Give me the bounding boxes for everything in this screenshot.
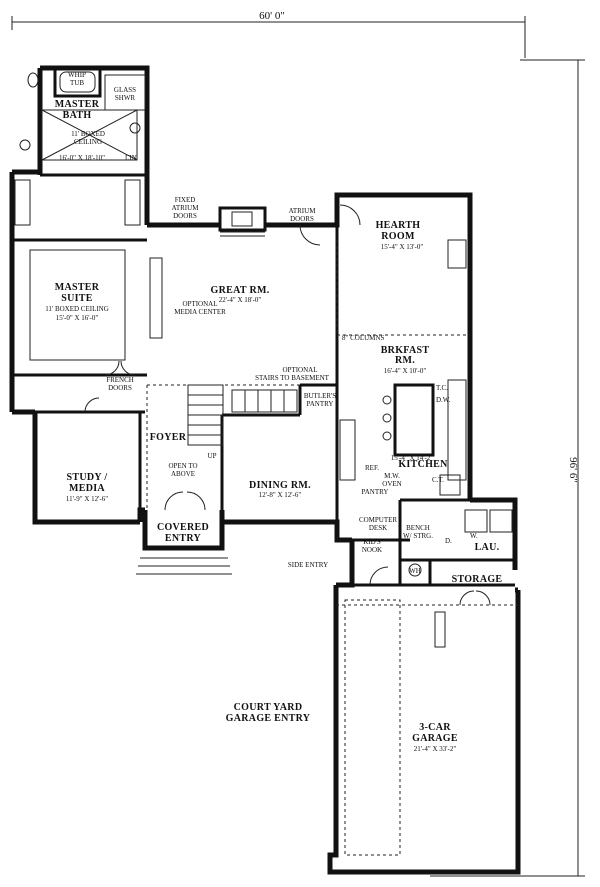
hearth-room-label-2: ROOM bbox=[381, 231, 415, 242]
foyer-label: FOYER bbox=[150, 432, 187, 443]
oven-label: OVEN bbox=[382, 480, 401, 488]
dining-label: DINING RM. bbox=[249, 480, 311, 491]
master-suite-label: MASTER bbox=[55, 282, 100, 293]
garage-label-2: GARAGE bbox=[412, 733, 458, 744]
french-doors-label-2: DOORS bbox=[108, 384, 132, 392]
master-suite-size: 15'-0" X 16'-0" bbox=[56, 314, 99, 322]
butlers-pantry-label: BUTLER'S bbox=[304, 392, 336, 400]
atrium-doors-label: ATRIUM bbox=[289, 207, 317, 215]
media-label: OPTIONAL bbox=[183, 300, 218, 308]
storage-label: STORAGE bbox=[452, 574, 503, 585]
hearth-room-label: HEARTH bbox=[376, 220, 421, 231]
washer-label: W. bbox=[470, 532, 478, 540]
study-size: 11'-9" X 12'-6" bbox=[66, 495, 108, 503]
study-label: STUDY / bbox=[67, 472, 108, 483]
dryer bbox=[489, 509, 513, 533]
garage-label: 3-CAR bbox=[419, 722, 451, 733]
refrigerator-label: REF. bbox=[365, 464, 379, 472]
fireplace bbox=[218, 206, 267, 237]
laundry-label: LAU. bbox=[475, 542, 500, 553]
whip-tub-label-2: TUB bbox=[70, 79, 84, 87]
breakfast-size: 16'-4" X 10'-0" bbox=[384, 367, 427, 375]
open-above-label-2: ABOVE bbox=[171, 470, 195, 478]
hearth-fireplace bbox=[447, 239, 467, 269]
kids-nook-label-2: NOOK bbox=[362, 546, 382, 554]
entry-steps bbox=[136, 557, 232, 575]
fixed-atrium-label-2: ATRIUM bbox=[172, 204, 200, 212]
kitchen-label: KITCHEN bbox=[398, 459, 448, 470]
fixed-atrium-label: FIXED bbox=[175, 196, 196, 204]
stairs-label: OPTIONAL bbox=[283, 366, 318, 374]
media-center-unit bbox=[149, 257, 163, 339]
linen-label: LIN bbox=[125, 154, 137, 162]
stairs bbox=[187, 384, 298, 446]
glass-shower-label-2: SHWR bbox=[115, 94, 136, 102]
side-entry-label: SIDE ENTRY bbox=[288, 561, 328, 569]
computer-desk-label-2: DESK bbox=[369, 524, 387, 532]
water-heater bbox=[408, 563, 422, 577]
glass-shower-label: GLASS bbox=[114, 86, 136, 94]
trash-compactor-label: T.C. bbox=[436, 384, 448, 392]
washer bbox=[464, 509, 488, 533]
atrium-doors-label-2: DOORS bbox=[290, 215, 314, 223]
open-above-label: OPEN TO bbox=[168, 462, 197, 470]
kids-nook-label: KID'S bbox=[363, 538, 381, 546]
great-room-size: 22'-4" X 18'-0" bbox=[219, 296, 262, 304]
openings bbox=[146, 240, 518, 856]
overall-width-label: 60' 0" bbox=[259, 10, 285, 22]
stairs-label-2: STAIRS TO BASEMENT bbox=[255, 374, 330, 382]
court-yard-label: COURT YARD bbox=[234, 702, 303, 713]
covered-entry-label-2: ENTRY bbox=[165, 533, 202, 544]
media-label-2: MEDIA CENTER bbox=[174, 308, 226, 316]
bath-ceiling-label: 11' BOXED bbox=[71, 130, 105, 138]
dining-size: 12'-8" X 12'-6" bbox=[259, 491, 302, 499]
master-bath-size: 16'-0" X 18'-10" bbox=[59, 154, 105, 162]
dishwasher-label: D.W. bbox=[436, 396, 451, 404]
overall-depth-label: 96' 6" bbox=[567, 457, 579, 483]
room-labels: WHIP TUB GLASS SHWR MASTER BATH 11' BOXE… bbox=[45, 71, 502, 753]
master-suite-label-2: SUITE bbox=[61, 293, 93, 304]
master-bath-label-2: BATH bbox=[63, 110, 92, 121]
bench-label: BENCH bbox=[406, 524, 430, 532]
master-bath-label: MASTER bbox=[55, 99, 100, 110]
master-bath-fixtures bbox=[14, 66, 146, 226]
dimension-lines: 60' 0" 96' 6" bbox=[11, 10, 585, 877]
breakfast-label: BRKFAST bbox=[381, 345, 430, 356]
kitchen-fixtures bbox=[339, 379, 467, 496]
court-yard-label-2: GARAGE ENTRY bbox=[226, 713, 311, 724]
covered-entry-label: COVERED bbox=[157, 522, 209, 533]
columns-label: 8" COLUMNS bbox=[342, 334, 384, 342]
cooktop-label: C.T. bbox=[432, 476, 444, 484]
bath-ceiling-label-2: CEILING bbox=[74, 138, 102, 146]
dryer-label: D. bbox=[445, 537, 452, 545]
water-heater-label: WH bbox=[409, 567, 421, 575]
master-suite-ceiling: 11' BOXED CEILING bbox=[45, 305, 109, 313]
bench-label-2: W/ STRG. bbox=[403, 532, 433, 540]
interior-walls bbox=[12, 173, 515, 587]
garage-attic-hatch bbox=[434, 611, 446, 648]
study-label-2: MEDIA bbox=[69, 483, 105, 494]
french-doors-label: FRENCH bbox=[106, 376, 134, 384]
whip-tub-label: WHIP bbox=[68, 71, 86, 79]
computer-desk-label: COMPUTER bbox=[359, 516, 397, 524]
fixed-atrium-label-3: DOORS bbox=[173, 212, 197, 220]
doors bbox=[84, 204, 491, 606]
hearth-room-size: 15'-4" X 13'-0" bbox=[381, 243, 424, 251]
garage-size: 21'-4" X 33'-2" bbox=[414, 745, 457, 753]
master-suite-boxed-ceiling bbox=[29, 249, 126, 361]
microwave-label: M.W. bbox=[384, 472, 400, 480]
butlers-pantry-label-2: PANTRY bbox=[307, 400, 334, 408]
kitchen-size: 15'-4" X 14'-2" bbox=[391, 454, 434, 462]
stairs-up-label: UP bbox=[208, 452, 217, 460]
great-room-label: GREAT RM. bbox=[211, 285, 270, 296]
pantry-label: PANTRY bbox=[362, 488, 389, 496]
breakfast-label-2: RM. bbox=[395, 355, 415, 366]
